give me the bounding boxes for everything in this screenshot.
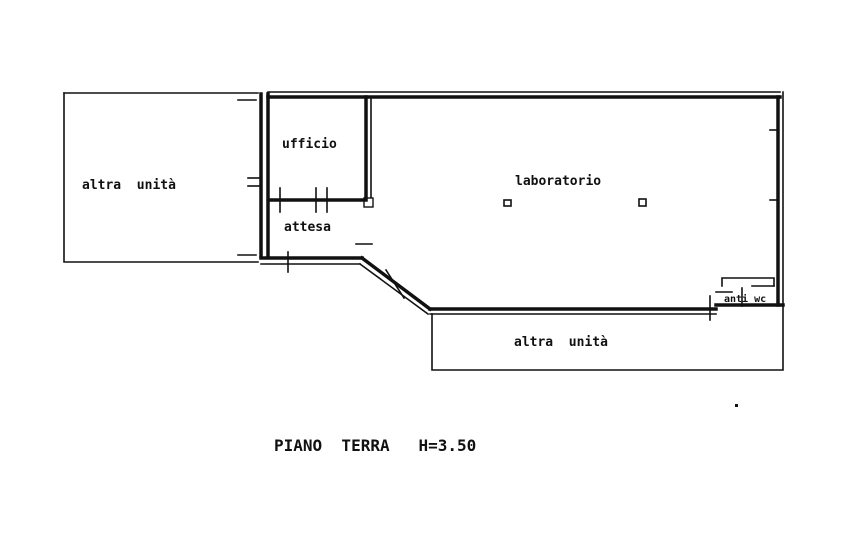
door-markers xyxy=(287,251,711,321)
left-unit-outline xyxy=(63,92,259,263)
room-label-anti-wc: anti wc xyxy=(724,293,766,305)
column-1 xyxy=(503,199,512,207)
columns xyxy=(503,198,647,207)
outer-walls xyxy=(259,91,785,316)
room-label-altra-unita-left: altra unità xyxy=(82,178,176,193)
right-wall-markers xyxy=(769,129,779,201)
bottom-neighbour-unit xyxy=(431,304,784,371)
stray-mark xyxy=(735,404,738,407)
door-mark-diagonal xyxy=(384,268,406,300)
party-wall-left xyxy=(237,92,270,258)
column-2 xyxy=(638,198,647,207)
room-label-ufficio: ufficio xyxy=(282,137,337,152)
left-neighbour-unit xyxy=(63,92,259,263)
ufficio-attesa-partition xyxy=(268,187,368,213)
room-label-altra-unita-bottom: altra unità xyxy=(514,335,608,350)
anti-wc-room xyxy=(715,277,775,307)
plan-caption: PIANO TERRA H=3.50 xyxy=(274,436,476,455)
room-label-attesa: attesa xyxy=(284,220,331,235)
room-label-laboratorio: laboratorio xyxy=(515,174,601,189)
interior-partition xyxy=(355,95,374,245)
